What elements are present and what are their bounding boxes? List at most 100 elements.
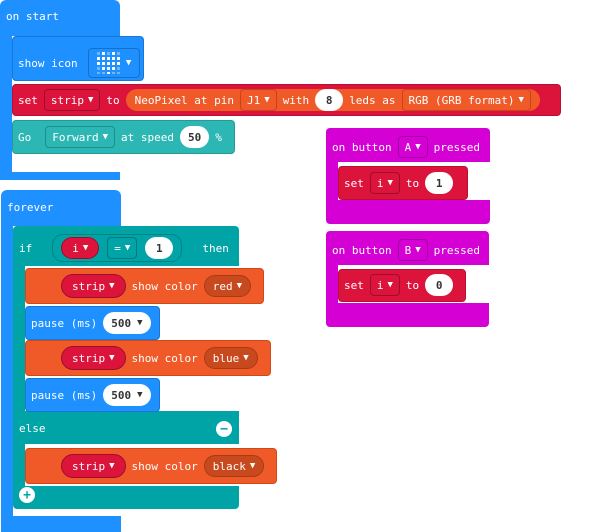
set-label: set [344, 278, 364, 292]
format-dropdown[interactable]: RGB (GRB format) ▼ [401, 89, 531, 111]
chevron-down-icon: ▼ [243, 352, 249, 363]
chevron-down-icon: ▼ [387, 177, 393, 188]
set-i-row-a: set i ▼ to 1 [344, 172, 454, 194]
show-color-row-1: strip ▼ show color red ▼ [61, 274, 252, 298]
pause-row-1: pause (ms) 500 ▼ [31, 312, 151, 334]
chevron-down-icon: ▼ [137, 389, 143, 400]
pin-dropdown[interactable]: J1 ▼ [240, 89, 277, 111]
strip-variable-reporter[interactable]: strip ▼ [61, 454, 126, 478]
chevron-down-icon: ▼ [387, 279, 393, 290]
strip-variable-reporter[interactable]: strip ▼ [61, 346, 126, 370]
show-color-label: show color [131, 351, 198, 365]
chevron-down-icon: ▼ [415, 244, 421, 255]
chevron-down-icon: ▼ [88, 94, 94, 105]
set-i-value-input[interactable]: 0 [425, 274, 454, 296]
color-value: red [212, 279, 233, 293]
set-strip-row: set strip ▼ to NeoPixel at pin J1 ▼ with… [18, 89, 540, 111]
i-variable-reporter[interactable]: i ▼ [61, 237, 100, 259]
icon-picker[interactable]: ▼ [87, 48, 140, 78]
plus-icon[interactable]: + [19, 487, 35, 503]
color-dropdown[interactable]: black ▼ [203, 455, 265, 477]
to-label: to [405, 278, 420, 292]
pin-value: J1 [247, 93, 261, 107]
forever-header: forever [7, 201, 53, 214]
add-else-row: + [19, 487, 35, 503]
pause-label: pause (ms) [31, 388, 98, 402]
compare-value-input[interactable]: 1 [145, 237, 174, 259]
i-variable-dropdown[interactable]: i ▼ [369, 274, 400, 296]
button-a-header: on button A ▼ pressed [332, 136, 480, 158]
pressed-label: pressed [433, 140, 481, 154]
set-i-row-b: set i ▼ to 0 [344, 274, 454, 296]
show-icon-row: show icon ▼ [18, 48, 140, 78]
i-variable-label: i [72, 241, 79, 255]
to-label: to [405, 176, 420, 190]
show-color-label: show color [131, 459, 198, 473]
strip-variable-dropdown[interactable]: strip ▼ [43, 89, 101, 111]
strip-variable-label: strip [50, 93, 84, 107]
at-speed-label: at speed [121, 130, 175, 144]
operator-value: = [114, 241, 121, 255]
on-start-header: on start [6, 10, 59, 23]
i-variable-label: i [376, 176, 384, 190]
if-label: if [19, 241, 33, 255]
operator-dropdown[interactable]: = ▼ [107, 237, 138, 259]
go-label: Go [18, 130, 32, 144]
format-value: RGB (GRB format) [408, 93, 515, 107]
chevron-down-icon: ▼ [109, 280, 115, 291]
go-row: Go Forward ▼ at speed 50 % [18, 126, 222, 148]
show-color-row-2: strip ▼ show color blue ▼ [61, 346, 258, 370]
pause-label: pause (ms) [31, 316, 98, 330]
leds-as-label: leds as [349, 93, 396, 107]
show-color-label: show color [131, 279, 198, 293]
on-button-label: on button [332, 140, 392, 154]
chevron-down-icon: ▼ [264, 94, 270, 105]
color-dropdown[interactable]: blue ▼ [203, 347, 258, 369]
button-b-dropdown[interactable]: B ▼ [397, 239, 428, 261]
chevron-down-icon: ▼ [125, 57, 132, 68]
speed-input[interactable]: 50 [180, 126, 210, 148]
set-i-value-input[interactable]: 1 [425, 172, 454, 194]
chevron-down-icon: ▼ [82, 242, 89, 253]
pause-value: 500 [111, 316, 132, 330]
else-row: else [19, 422, 46, 435]
chevron-down-icon: ▼ [124, 242, 131, 253]
strip-variable-reporter[interactable]: strip ▼ [61, 274, 126, 298]
set-label: set [18, 93, 38, 107]
percent-label: % [215, 130, 222, 144]
compare-block[interactable]: i ▼ = ▼ 1 [52, 234, 183, 262]
pause-input[interactable]: 500 ▼ [103, 384, 151, 406]
forever-label: forever [7, 201, 54, 214]
on-start-label: on start [6, 10, 59, 23]
else-label: else [19, 422, 46, 435]
chevron-down-icon: ▼ [137, 317, 143, 328]
pause-input[interactable]: 500 ▼ [103, 312, 151, 334]
chevron-down-icon: ▼ [415, 141, 421, 152]
remove-else-row: − [216, 421, 232, 437]
neopixel-label: NeoPixel at pin [134, 93, 235, 107]
leds-count-input[interactable]: 8 [315, 89, 344, 111]
button-a-dropdown[interactable]: A ▼ [397, 136, 428, 158]
pressed-label: pressed [433, 243, 481, 257]
pause-value: 500 [111, 388, 132, 402]
strip-variable-label: strip [72, 351, 106, 365]
direction-dropdown[interactable]: Forward ▼ [45, 126, 116, 148]
show-icon-label: show icon [18, 56, 78, 70]
button-b-header: on button B ▼ pressed [332, 239, 480, 261]
color-value: black [212, 459, 246, 473]
to-label: to [106, 93, 120, 107]
set-label: set [344, 176, 364, 190]
chevron-down-icon: ▼ [102, 131, 109, 142]
heart-led-icon [96, 52, 120, 74]
show-color-row-3: strip ▼ show color black ▼ [61, 454, 265, 478]
strip-variable-label: strip [72, 279, 106, 293]
i-variable-dropdown[interactable]: i ▼ [369, 172, 400, 194]
chevron-down-icon: ▼ [109, 460, 115, 471]
color-value: blue [212, 351, 240, 365]
neopixel-create-block[interactable]: NeoPixel at pin J1 ▼ with 8 leds as RGB … [125, 89, 540, 111]
button-a-value: A [404, 140, 412, 154]
i-variable-label: i [376, 278, 384, 292]
minus-icon[interactable]: − [216, 421, 232, 437]
chevron-down-icon: ▼ [249, 460, 256, 471]
color-dropdown[interactable]: red ▼ [203, 275, 252, 297]
